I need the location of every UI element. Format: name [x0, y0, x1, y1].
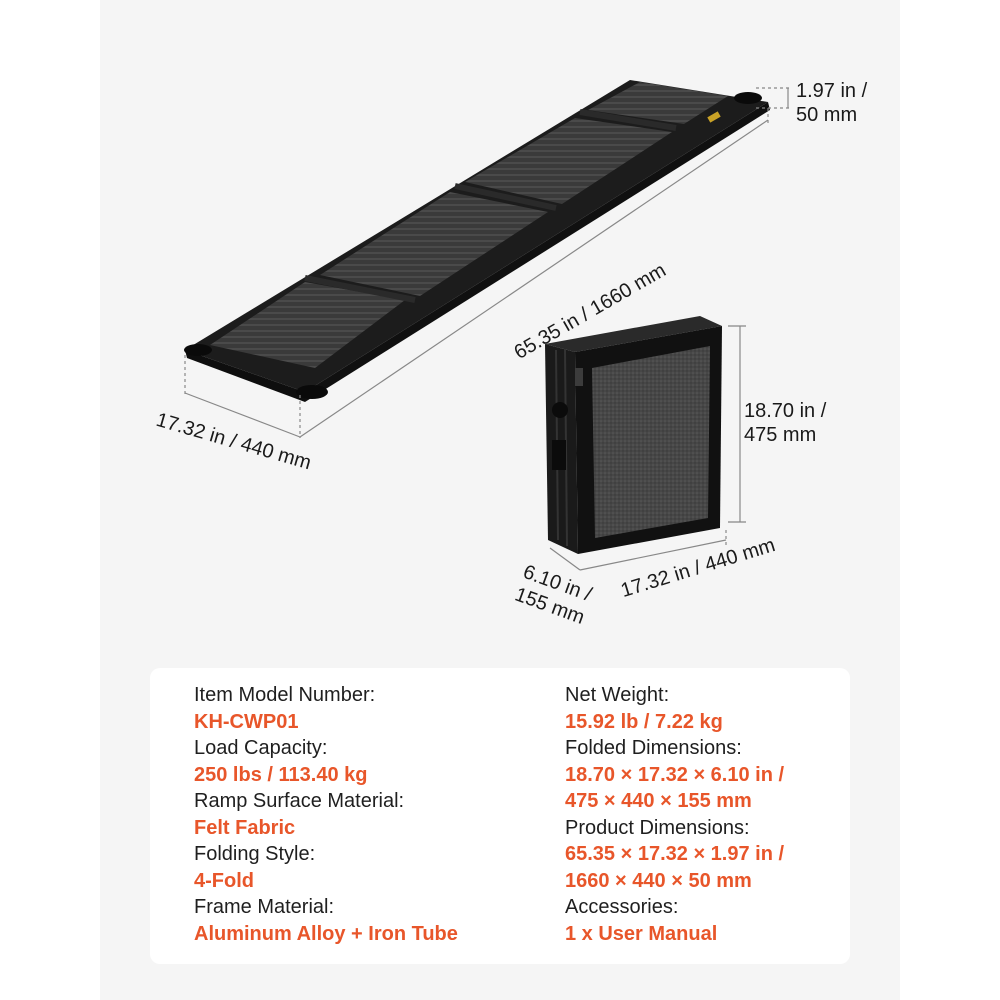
spec-label-load-capacity: Load Capacity:	[194, 737, 328, 759]
spec-value-folding-style: 4-Fold	[194, 869, 254, 892]
spec-label-net-weight: Net Weight:	[565, 684, 670, 706]
unfolded-ramp	[184, 80, 770, 402]
spec-label-folding-style: Folding Style:	[194, 843, 316, 865]
spec-label-model: Item Model Number:	[194, 684, 376, 706]
spec-value-product-dimensions-in: 65.35 × 17.32 × 1.97 in /	[565, 843, 785, 865]
spec-value-net-weight: 15.92 lb / 7.22 kg	[565, 710, 723, 733]
spec-value-model: KH-CWP01	[194, 710, 299, 733]
thickness-dimension-label: 1.97 in / 50 mm	[796, 80, 868, 126]
specs-left-column: Item Model Number: KH-CWP01 Load Capacit…	[194, 682, 458, 947]
spec-value-product-dimensions-mm: 1660 × 440 × 50 mm	[565, 869, 752, 892]
spec-value-folded-dimensions-mm: 475 × 440 × 155 mm	[565, 790, 752, 812]
spec-label-product-dimensions: Product Dimensions:	[565, 816, 750, 839]
spec-value-folded-dimensions-in: 18.70 × 17.32 × 6.10 in /	[565, 763, 785, 786]
specs-right-column: Net Weight: 15.92 lb / 7.22 kg Folded Di…	[565, 682, 784, 947]
spec-label-surface-material: Ramp Surface Material:	[194, 790, 405, 812]
specifications-card	[150, 668, 850, 964]
spec-label-folded-dimensions: Folded Dimensions:	[565, 737, 742, 759]
folded-ramp	[545, 316, 722, 554]
spec-value-surface-material: Felt Fabric	[194, 816, 296, 839]
spec-label-frame-material: Frame Material:	[194, 896, 335, 918]
dimension-lines	[184, 87, 790, 571]
folded-height-dimension-label: 18.70 in / 475 mm	[744, 400, 827, 446]
spec-value-load-capacity: 250 lbs / 113.40 kg	[194, 763, 368, 786]
spec-value-frame-material: Aluminum Alloy + Iron Tube	[194, 922, 458, 945]
spec-label-accessories: Accessories:	[565, 896, 679, 918]
spec-value-accessories: 1 x User Manual	[565, 922, 718, 945]
